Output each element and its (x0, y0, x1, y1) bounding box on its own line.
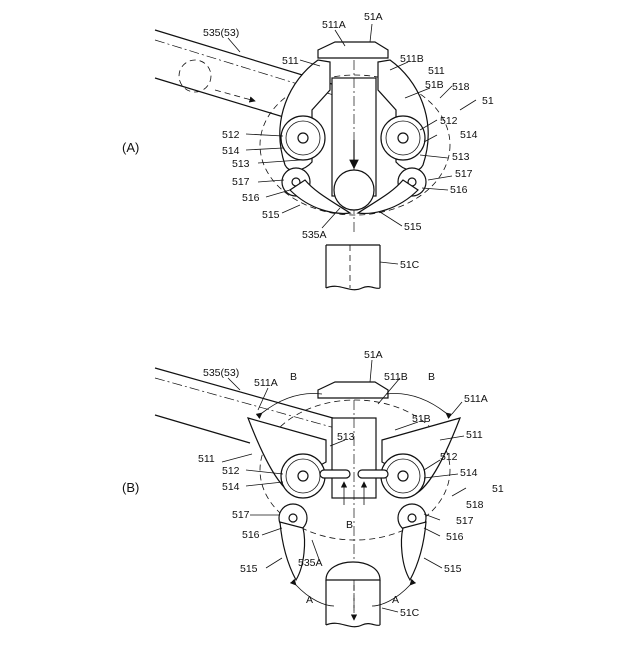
label-511-right: 511 (428, 65, 445, 77)
label-511-left-b: 511 (198, 453, 215, 465)
label-535a: 535A (302, 229, 327, 241)
panel-b: (B) 535(53) 51A 511A B 511B B 511A 51B 5… (122, 349, 504, 627)
label-511-right-b: 511 (466, 429, 483, 441)
label-514-left-b: 514 (222, 481, 240, 493)
label-51: 51 (482, 95, 494, 107)
jaw-515-right-b (401, 522, 426, 580)
label-51c: 51C (400, 259, 420, 271)
label-514-right-b: 514 (460, 467, 478, 479)
label-511a-left-b: 511A (254, 377, 278, 389)
label-51b-b: 51B (412, 413, 431, 425)
ball-535a (334, 170, 374, 210)
label-b-center: B (346, 519, 353, 531)
label-516-left-b: 516 (242, 529, 260, 541)
label-515-right: 515 (404, 221, 422, 233)
figure-label-b: (B) (122, 480, 139, 495)
label-515-left-b: 515 (240, 563, 258, 575)
label-517-right: 517 (455, 168, 473, 180)
label-51b: 51B (425, 79, 444, 91)
figure-label-a: (A) (122, 140, 139, 155)
cap-51a-b (318, 382, 388, 398)
label-51a: 51A (364, 11, 383, 23)
rail-535-b (155, 368, 340, 443)
label-515-left: 515 (262, 209, 280, 221)
label-516-left: 516 (242, 192, 260, 204)
label-51c-b: 51C (400, 607, 420, 619)
label-511b: 511B (400, 53, 424, 65)
tube-51c (326, 245, 380, 290)
label-513-b: 513 (337, 431, 355, 443)
label-513-left: 513 (232, 158, 250, 170)
label-512-left: 512 (222, 129, 240, 141)
jaw-515-left-b (280, 522, 305, 580)
label-517-left-b: 517 (232, 509, 250, 521)
label-a-right: A (392, 594, 399, 606)
label-516-right: 516 (450, 184, 468, 196)
label-511a: 511A (322, 19, 346, 31)
cap-51a (318, 42, 388, 58)
label-51a-b: 51A (364, 349, 383, 361)
label-514-right: 514 (460, 129, 478, 141)
label-a-left: A (306, 594, 313, 606)
tube-51c-b (326, 562, 380, 627)
label-512-left-b: 512 (222, 465, 240, 477)
label-511b-b: 511B (384, 371, 408, 383)
label-518: 518 (452, 81, 470, 93)
label-512-right-b: 512 (440, 451, 458, 463)
label-518-b: 518 (466, 499, 484, 511)
label-514-left: 514 (222, 145, 240, 157)
label-517-right-b: 517 (456, 515, 474, 527)
label-511-left: 511 (282, 55, 299, 67)
label-517-left: 517 (232, 176, 250, 188)
label-535: 535(53) (203, 27, 239, 39)
label-511a-right-b: 511A (464, 393, 488, 405)
label-535a-b: 535A (298, 557, 323, 569)
label-516-right-b: 516 (446, 531, 464, 543)
label-51-b: 51 (492, 483, 504, 495)
label-515-right-b: 515 (444, 563, 462, 575)
panel-a: (A) 535(53) 511A 51A 511 511B 511 51B 51… (122, 11, 494, 290)
label-b-top-left: B (290, 371, 297, 383)
label-513-right: 513 (452, 151, 470, 163)
ball-535a-b (326, 562, 380, 580)
label-b-top-right: B (428, 371, 435, 383)
label-512-right: 512 (440, 115, 458, 127)
label-535-b: 535(53) (203, 367, 239, 379)
